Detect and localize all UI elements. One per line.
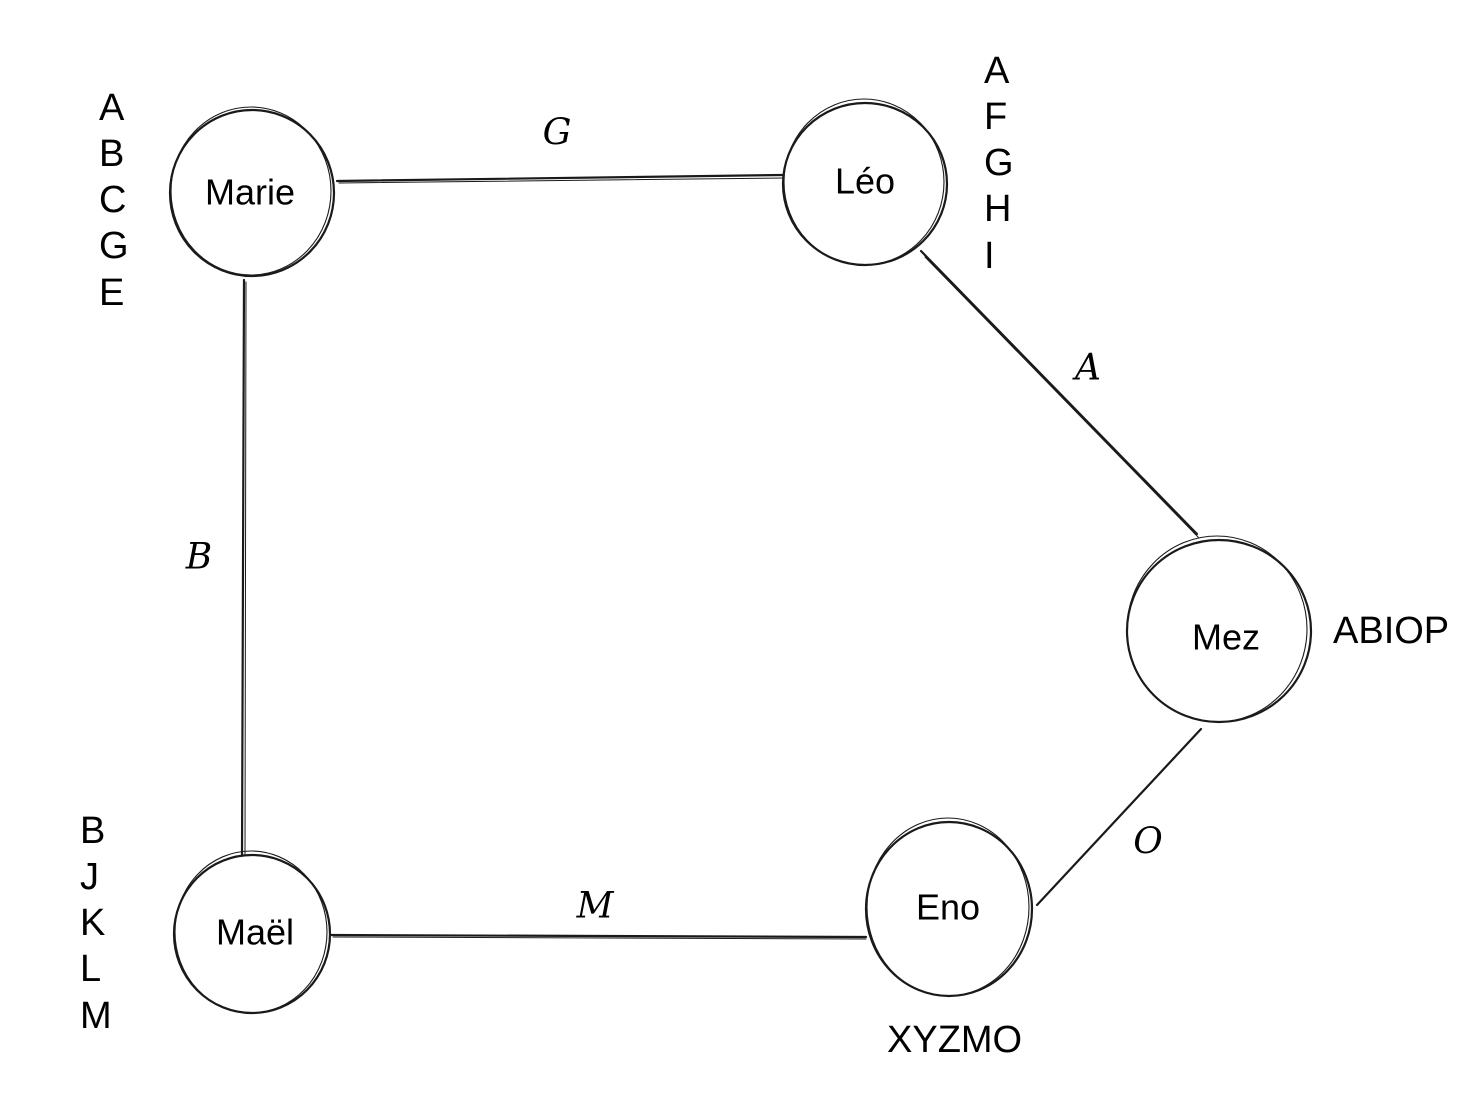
marie-letter: E: [99, 272, 124, 314]
edge-mez-eno-label: O: [1133, 822, 1163, 863]
mael-letter: K: [80, 902, 105, 944]
leo-letter-list: A F G H I: [984, 50, 1014, 277]
mael-letter-list: B J K L M: [80, 810, 112, 1037]
node-mael: Maël: [172, 850, 332, 1015]
node-mez-label: Mez: [1192, 617, 1260, 658]
edge-eno-mael: [329, 933, 868, 940]
leo-letter: G: [984, 142, 1014, 184]
edge-mael-marie-label: B: [185, 537, 212, 578]
mael-letter: J: [80, 856, 99, 898]
edge-mael-marie: [240, 278, 247, 858]
mael-letter: M: [80, 995, 112, 1037]
marie-letter: G: [99, 225, 129, 267]
node-mez: Mez: [1125, 535, 1313, 724]
node-marie: Marie: [168, 106, 336, 278]
edge-marie-leo: [335, 173, 786, 184]
leo-letter: A: [984, 50, 1010, 92]
edge-mez-eno: [1035, 727, 1203, 907]
edge-leo-mez: [919, 249, 1200, 539]
mael-letter: L: [80, 948, 101, 990]
node-mael-label: Maël: [216, 912, 294, 953]
marie-letter: A: [99, 87, 125, 129]
marie-letter: C: [99, 179, 126, 221]
leo-letter: H: [984, 188, 1011, 230]
marie-letter: B: [99, 133, 124, 175]
mez-letters: ABIOP: [1333, 610, 1449, 652]
edge-eno-mael-label: M: [576, 886, 615, 927]
eno-letters: XYZMO: [887, 1019, 1022, 1061]
node-eno-label: Eno: [916, 887, 980, 928]
node-leo: Léo: [781, 98, 949, 267]
node-eno: Eno: [864, 817, 1034, 998]
leo-letter: I: [984, 235, 995, 277]
mael-letter: B: [80, 810, 105, 852]
leo-letter: F: [984, 96, 1007, 138]
edge-leo-mez-label: A: [1072, 348, 1101, 389]
marie-letter-list: A B C G E: [99, 87, 129, 314]
node-leo-label: Léo: [835, 161, 895, 202]
edge-marie-leo-label: G: [543, 113, 572, 154]
node-marie-label: Marie: [205, 172, 295, 213]
